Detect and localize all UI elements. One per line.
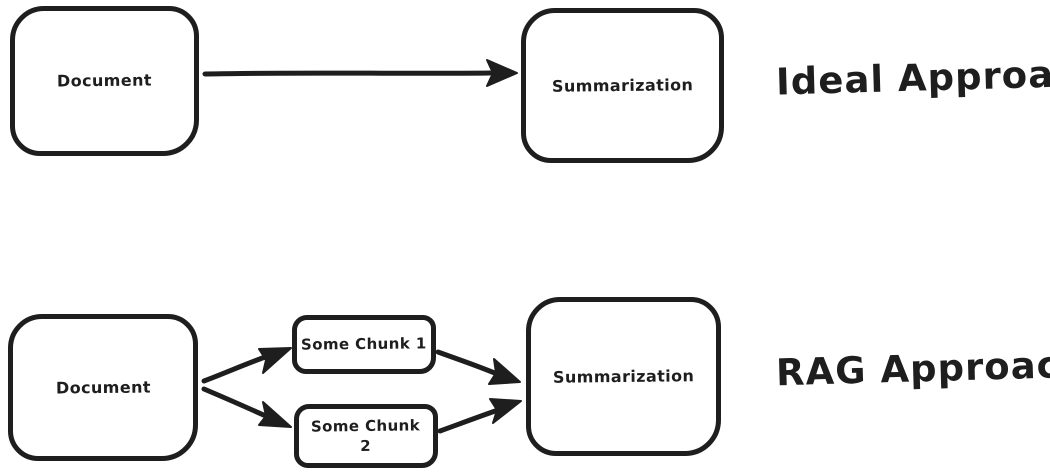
some-chunk-1-box: Some Chunk 1 — [292, 315, 436, 374]
arrow-chunk1-to-summarization — [435, 349, 521, 385]
some-chunk-1-label: Some Chunk 1 — [301, 334, 427, 355]
arrow-rag-document-to-chunk2 — [201, 386, 292, 428]
arrow-rag-document-to-chunk1 — [201, 347, 292, 384]
ideal-summarization-box: Summarization — [521, 8, 724, 163]
ideal-document-box: Document — [10, 6, 199, 156]
rag-approach-title: RAG Approach — [775, 342, 1050, 395]
rag-summarization-label: Summarization — [552, 365, 695, 387]
rag-document-label: Document — [55, 377, 151, 398]
rag-summarization-box: Summarization — [526, 297, 721, 456]
rag-document-box: Document — [8, 314, 198, 461]
ideal-approach-title: Ideal Approach — [775, 51, 1050, 104]
arrow-ideal-document-to-summarization — [202, 59, 518, 87]
arrow-chunk2-to-summarization — [437, 398, 522, 434]
ideal-summarization-label: Summarization — [551, 74, 694, 96]
ideal-document-label: Document — [56, 70, 153, 91]
some-chunk-2-box: Some Chunk 2 — [294, 404, 438, 468]
some-chunk-2-label: Some Chunk 2 — [311, 416, 421, 456]
